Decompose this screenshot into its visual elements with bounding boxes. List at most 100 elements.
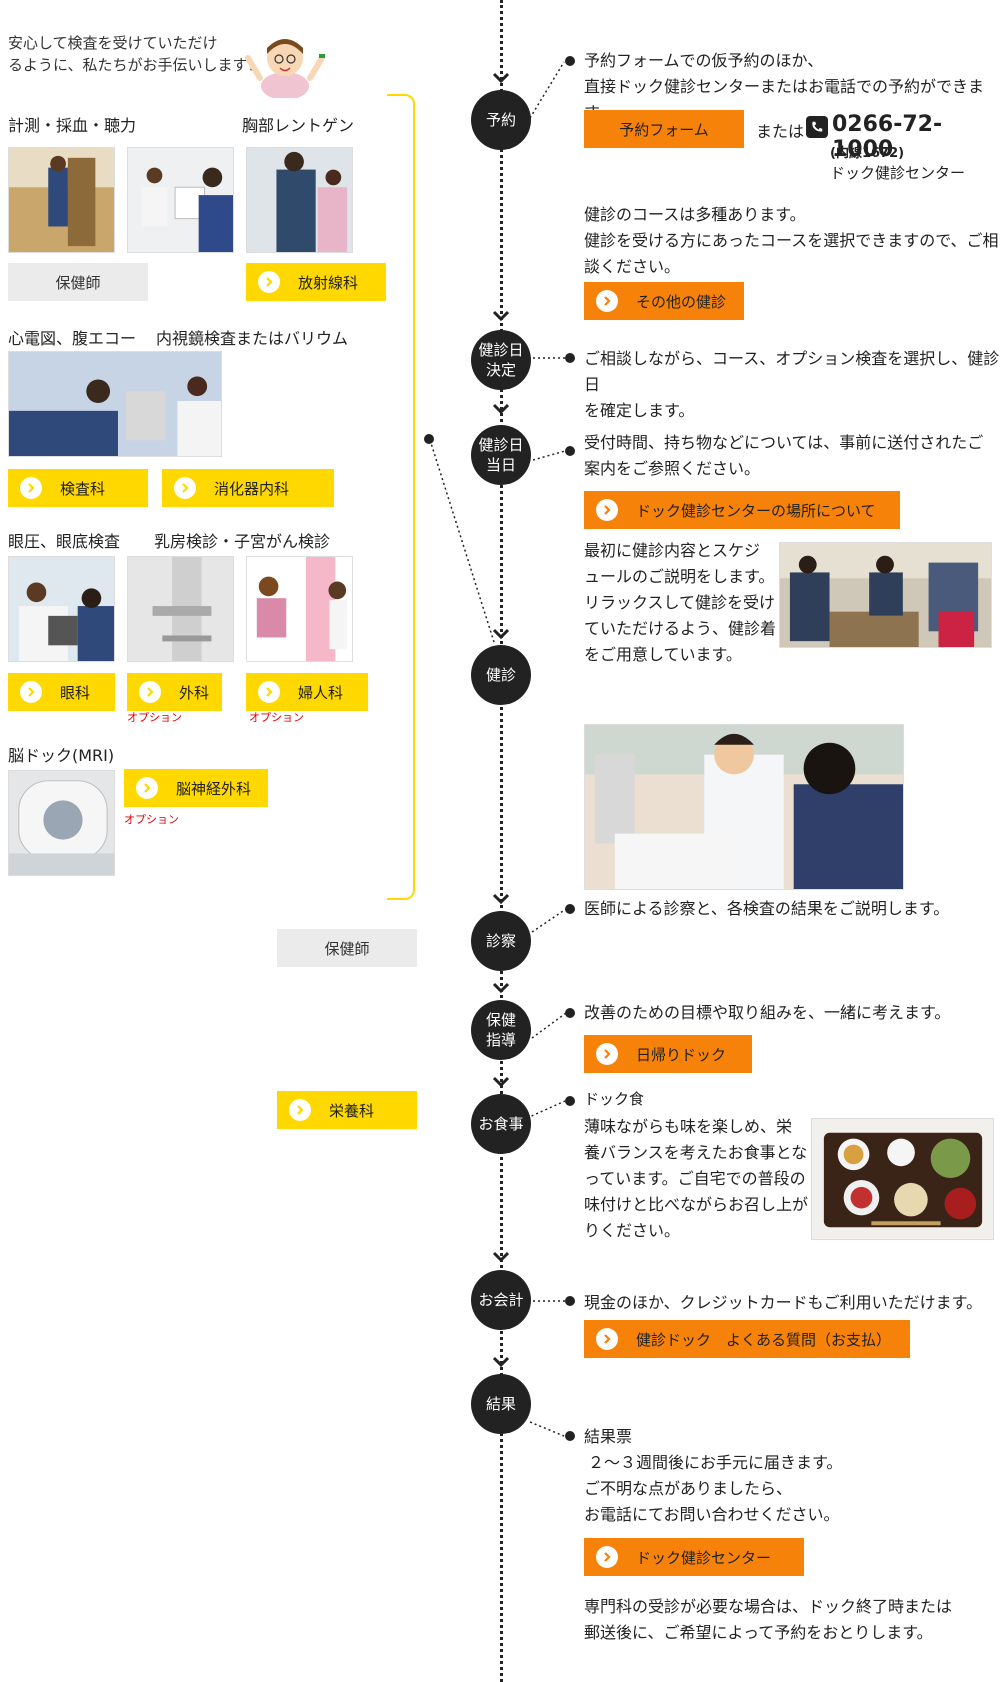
meal-line-5: りください。 (584, 1221, 681, 1240)
course-line-3: 談ください。 (584, 257, 681, 276)
step-health-guidance-line1: 保健 (485, 1011, 516, 1029)
center-location-label: ドック健診センターの場所について (636, 501, 876, 520)
chevron-right-icon (258, 681, 280, 703)
other-checkups-button[interactable]: その他の健診 (584, 282, 744, 320)
nutrition-button[interactable]: 栄養科 (277, 1091, 417, 1129)
results-text: 結果票 ２～３週間後にお手元に届きます。 ご不明な点がありましたら、 お電話にて… (584, 1424, 842, 1528)
chevron-right-icon (136, 777, 158, 799)
results-line-1: ２～３週間後にお手元に届きます。 (588, 1453, 843, 1472)
section-title-breast-cervical: 乳房検診・子宮がん検診 (154, 532, 331, 551)
phone-icon (806, 116, 828, 138)
course-line-1: 健診のコースは多種あります。 (584, 205, 806, 224)
laboratory-label: 検査科 (60, 479, 106, 498)
section-title-endoscopy: 内視鏡検査またはバリウム (156, 329, 349, 348)
reservation-form-button[interactable]: 予約フォーム (584, 110, 744, 148)
neurosurgery-button[interactable]: 脳神経外科 (124, 769, 268, 807)
payment-text: 現金のほか、クレジットカードもご利用いただけます。 (584, 1293, 983, 1312)
radiology-button[interactable]: 放射線科 (246, 263, 386, 301)
down-arrow-icon (492, 310, 510, 322)
down-arrow-icon (492, 403, 510, 415)
hokenshi-label: 保健師 (55, 273, 101, 292)
chevron-right-icon (20, 681, 42, 703)
chevron-right-icon (596, 1043, 618, 1065)
phone-number[interactable]: 0266-72-1000 (832, 112, 943, 162)
dock-center-label: ドック健診センター (636, 1548, 772, 1567)
course-text: 健診のコースは多種あります。 健診を受ける方にあったコースを選択できますので、ご… (584, 202, 999, 280)
meal-line-2: 養バランスを考えたお食事とな (584, 1143, 808, 1162)
specialist-line-2: 郵送後に、ご希望によって予約をおとりします。 (584, 1623, 933, 1642)
connector-reservation (529, 61, 565, 119)
step-consultation: 診察 (471, 911, 531, 971)
chevron-right-icon (20, 477, 42, 499)
section-title-xray: 胸部レントゲン (242, 116, 355, 135)
explanation-line-1: 最初に健診内容とスケジ (584, 541, 761, 560)
step-meal: お食事 (471, 1094, 531, 1154)
checkup-day-line-2: 案内をご参照ください。 (584, 459, 761, 478)
specialist-line-1: 専門科の受診が必要な場合は、ドック終了時または (584, 1597, 953, 1616)
results-title: 結果票 (584, 1427, 633, 1446)
connector-guidance (531, 1012, 567, 1039)
step-results: 結果 (471, 1374, 531, 1434)
chevron-right-icon (596, 290, 618, 312)
bullet-dot (565, 353, 575, 363)
intro-text: 安心して検査を受けていただけ るように、私たちがお手伝いします！ (8, 32, 263, 76)
timeline-line (500, 0, 503, 1682)
or-text: または (756, 122, 805, 141)
step-checkup: 健診 (471, 645, 531, 705)
connector-meal (526, 1100, 566, 1119)
step-date-decision-label: 健診日決定 (478, 340, 523, 380)
photo-meal (811, 1118, 994, 1240)
explanation-line-5: をご用意しています。 (584, 645, 742, 664)
down-arrow-icon (492, 893, 510, 905)
faq-payment-button[interactable]: 健診ドック よくある質問（お支払） (584, 1320, 910, 1358)
chevron-right-icon (596, 499, 618, 521)
gastroenterology-button[interactable]: 消化器内科 (162, 469, 334, 507)
chevron-right-icon (596, 1546, 618, 1568)
laboratory-button[interactable]: 検査科 (8, 469, 148, 507)
step-date-decision: 健診日決定 (471, 330, 531, 390)
bracket-connector-dot (424, 434, 434, 444)
ophthalmology-button[interactable]: 眼科 (8, 673, 115, 711)
checkup-day-line-1: 受付時間、持ち物などについては、事前に送付されたご (584, 433, 984, 452)
meal-line-1: 薄味ながらも味を楽しめ、栄 (584, 1117, 793, 1136)
hokenshi-button: 保健師 (8, 263, 148, 301)
bullet-dot (565, 446, 575, 456)
explanation-text: 最初に健診内容とスケジ ュールのご説明をします。 リラックスして健診を受け てい… (584, 538, 776, 668)
bullet-dot (565, 56, 575, 66)
center-name: ドック健診センター (830, 164, 966, 182)
bullet-dot (565, 904, 575, 914)
connector-payment (533, 1300, 565, 1302)
section-title-ecg: 心電図、腹エコー (8, 329, 137, 348)
step-checkup-day: 健診日当日 (471, 425, 531, 485)
dock-center-button[interactable]: ドック健診センター (584, 1538, 804, 1576)
gastroenterology-label: 消化器内科 (214, 479, 290, 498)
consultation-text: 医師による診察と、各検査の結果をご説明します。 (584, 899, 950, 918)
specialist-text: 専門科の受診が必要な場合は、ドック終了時または 郵送後に、ご希望によって予約をお… (584, 1594, 952, 1646)
meal-text: 薄味ながらも味を楽しめ、栄 養バランスを考えたお食事とな っています。ご自宅での… (584, 1114, 808, 1244)
surgery-button[interactable]: 外科 (127, 673, 222, 711)
option-label-neurosurgery: オプション (124, 813, 179, 826)
down-arrow-icon (492, 628, 510, 640)
bracket-connector-line (429, 439, 495, 643)
hokenshi-button-2: 保健師 (277, 929, 417, 967)
connector-date (533, 357, 565, 359)
gynecology-button[interactable]: 婦人科 (246, 673, 368, 711)
date-decision-text: ご相談しながら、コース、オプション検査を選択し、健診日 を確定します。 (584, 346, 1000, 424)
bullet-dot (565, 1008, 575, 1018)
day-dock-button[interactable]: 日帰りドック (584, 1035, 752, 1073)
section-title-eye: 眼圧、眼底検査 (8, 532, 121, 551)
nutrition-label: 栄養科 (329, 1101, 375, 1120)
step-date-decision-line1: 健診日 (478, 341, 524, 359)
step-checkup-day-line2: 当日 (485, 456, 516, 474)
down-arrow-icon (492, 1251, 510, 1263)
option-label-surgery: オプション (127, 711, 182, 724)
staff-mascot-illustration (240, 28, 330, 100)
down-arrow-icon (492, 982, 510, 994)
kenshin-bracket (387, 94, 415, 900)
center-location-button[interactable]: ドック健診センターの場所について (584, 491, 900, 529)
faq-payment-label: 健診ドック よくある質問（お支払） (636, 1330, 892, 1349)
step-checkup-day-label: 健診日当日 (478, 435, 523, 475)
step-meal-label: お食事 (478, 1115, 524, 1133)
photo-mammography (127, 556, 234, 662)
day-dock-label: 日帰りドック (636, 1045, 727, 1064)
